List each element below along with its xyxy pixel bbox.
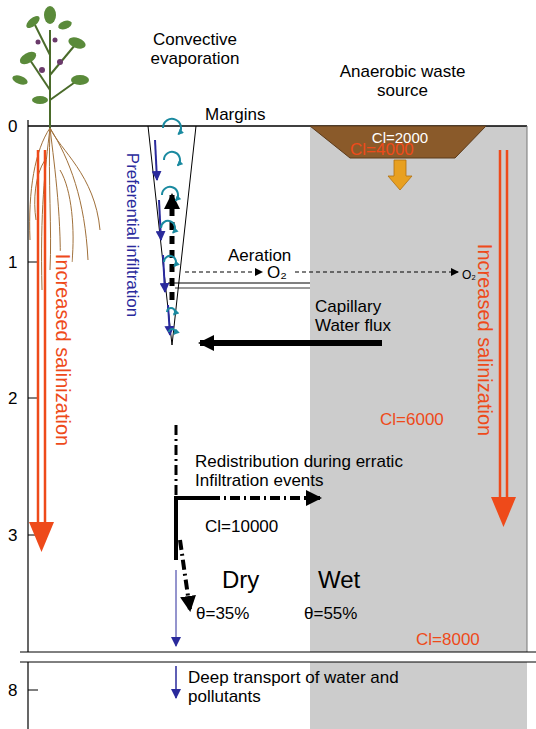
- flow-label: Preferential infiltration: [123, 150, 142, 320]
- depth-tick: 1: [8, 253, 17, 272]
- process-label: Capillary Water flux: [315, 297, 405, 335]
- evaporation-swirl: [162, 187, 178, 201]
- chloride-value: Cl=4000: [350, 140, 414, 159]
- trend-label: Increased salinization: [53, 251, 72, 449]
- depth-tick: 8: [8, 681, 17, 700]
- state-label: Dry: [222, 566, 259, 594]
- depth-tick: 2: [8, 389, 17, 408]
- chloride-value: Cl=8000: [416, 630, 480, 649]
- depth-tick: 3: [8, 526, 17, 545]
- moisture-value: θ=55%: [304, 604, 357, 623]
- state-label: Wet: [318, 566, 360, 594]
- chloride-value: Cl=10000: [205, 517, 278, 536]
- evaporation-swirl: [169, 329, 175, 334]
- evaporation-swirl: [167, 308, 175, 315]
- moisture-value: θ=35%: [196, 604, 249, 623]
- process-label: Aeration: [228, 246, 291, 265]
- evaporation-swirl: [161, 221, 175, 233]
- evaporation-swirl: [164, 256, 176, 266]
- node-heading: Anaerobic waste source: [330, 62, 475, 100]
- chloride-value: Cl=6000: [380, 410, 444, 429]
- depth-tick: 0: [8, 117, 17, 136]
- evaporation-swirl: [163, 119, 181, 134]
- process-label: Deep transport of water and pollutants: [188, 668, 438, 706]
- process-label: Convective evaporation: [140, 30, 250, 68]
- gas-label: O₂: [462, 266, 476, 285]
- process-label: Redistribution during erratic Infiltrati…: [195, 452, 435, 490]
- trend-label: Increased salinization: [475, 241, 494, 439]
- zone-label: Margins: [205, 105, 265, 124]
- gas-label: O₂: [267, 263, 287, 282]
- evaporation-swirl: [164, 152, 180, 166]
